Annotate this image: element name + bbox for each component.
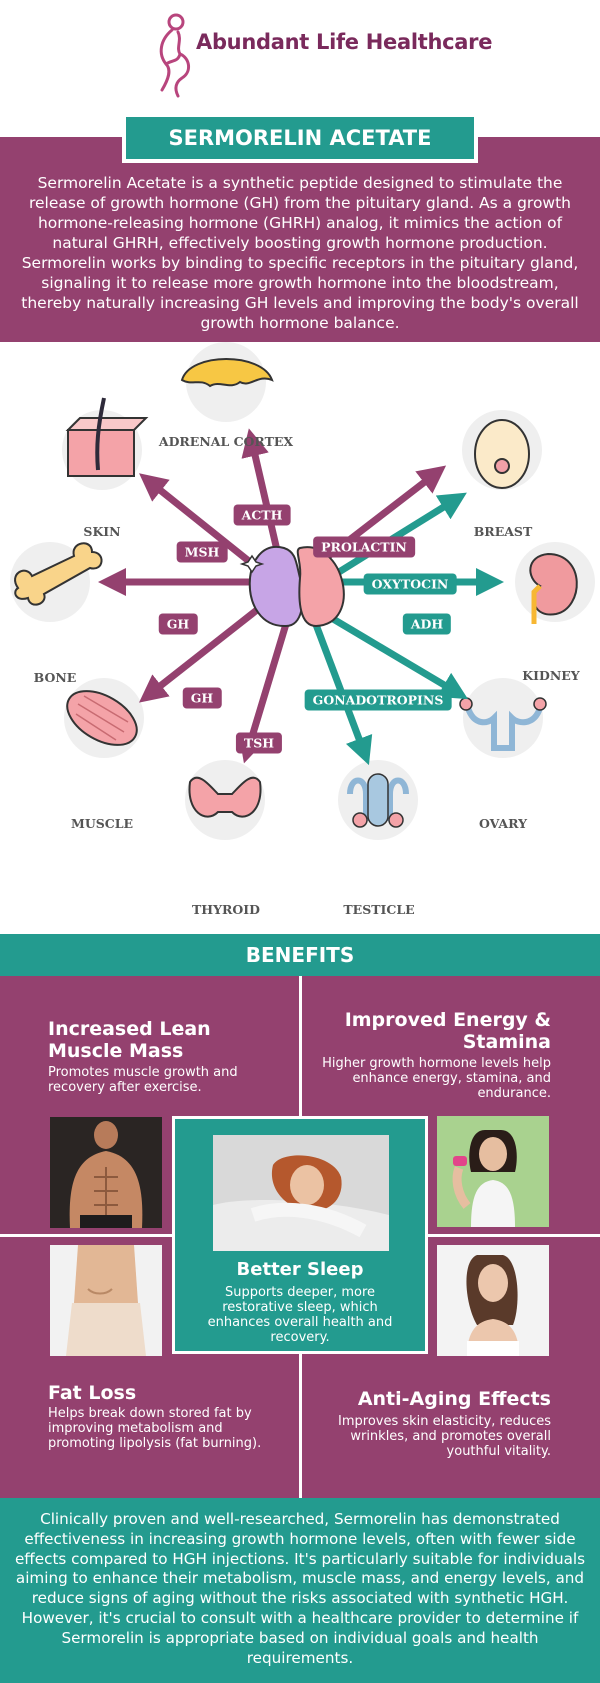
- intro-band: [0, 137, 600, 342]
- hormone-tag-gh-bone: GH: [158, 613, 198, 635]
- hormone-diagram: ADRENAL CORTEX SKIN BREAST BONE KIDNEY M…: [0, 342, 600, 934]
- thyroid-icon: [188, 776, 262, 818]
- pituitary-gland-icon: [239, 545, 345, 628]
- benefit-desc-sleep: Supports deeper, more restorative sleep,…: [207, 1285, 393, 1345]
- organ-label-ovary: OVARY: [478, 816, 528, 831]
- organ-label-thyroid: THYROID: [192, 902, 260, 917]
- benefit-title-sleep: Better Sleep: [236, 1259, 364, 1280]
- skin-icon: [65, 397, 149, 477]
- hormone-tag-msh: MSH: [176, 541, 228, 563]
- organ-label-testicle: TESTICLE: [343, 902, 415, 917]
- organ-label-muscle: MUSCLE: [70, 816, 134, 831]
- organ-label-kidney: KIDNEY: [522, 668, 580, 683]
- footer-section: Clinically proven and well-researched, S…: [0, 1498, 600, 1683]
- brand-name: Abundant Life Healthcare: [196, 30, 493, 54]
- organ-label-breast: BREAST: [473, 524, 533, 539]
- hormone-tag-gonadotropins: GONADOTROPINS: [304, 689, 452, 711]
- hormone-tag-adh: ADH: [402, 613, 452, 635]
- adrenal-icon: [180, 358, 274, 388]
- tsh-arrow: [238, 622, 290, 764]
- benefit-desc-energy: Higher growth hormone levels help enhanc…: [322, 1056, 551, 1101]
- ovary-circle: [463, 678, 543, 758]
- diagram-graphics: [10, 342, 595, 840]
- benefits-heading: BENEFITS: [245, 943, 355, 967]
- muscle-photo: [50, 1117, 162, 1228]
- intro-paragraph: Sermorelin Acetate is a synthetic peptid…: [21, 174, 579, 332]
- kidney-icon: [529, 552, 578, 624]
- organ-label-bone: BONE: [33, 670, 77, 685]
- benefit-title-energy: Improved Energy & Stamina: [344, 1009, 551, 1053]
- hormone-tag-gh-muscle: GH: [182, 687, 222, 709]
- benefit-card-sleep: Better Sleep Supports deeper, more resto…: [172, 1116, 428, 1354]
- header: Abundant Life Healthcare: [0, 0, 600, 110]
- testicle-icon: [347, 773, 409, 828]
- benefits-section: Increased Lean Muscle Mass Promotes musc…: [0, 976, 600, 1498]
- gonadotropins-arrow-testicle: [308, 612, 373, 766]
- energy-photo: [437, 1116, 549, 1227]
- benefit-title-aging: Anti-Aging Effects: [357, 1388, 551, 1410]
- page-title: SERMORELIN ACETATE: [168, 126, 432, 150]
- footer-paragraph: Clinically proven and well-researched, S…: [14, 1510, 586, 1667]
- organ-label-adrenal: ADRENAL CORTEX: [158, 434, 294, 449]
- benefit-title-fat: Fat Loss: [48, 1382, 137, 1404]
- title-box: SERMORELIN ACETATE: [122, 113, 478, 163]
- anti-aging-photo: [437, 1245, 549, 1356]
- benefits-heading-bar: BENEFITS: [0, 934, 600, 976]
- ovary-icon: [459, 697, 547, 751]
- hormone-tag-oxytocin: OXYTOCIN: [363, 573, 457, 595]
- organ-label-skin: SKIN: [83, 524, 121, 539]
- hormone-tag-prolactin: PROLACTIN: [313, 536, 415, 558]
- benefit-desc-fat: Helps break down stored fat by improving…: [48, 1406, 262, 1451]
- benefit-desc-muscle: Promotes muscle growth and recovery afte…: [48, 1065, 238, 1095]
- hormone-tag-acth: ACTH: [233, 504, 291, 526]
- benefit-desc-aging: Improves skin elasticity, reduces wrinkl…: [338, 1414, 551, 1459]
- sleep-photo: [213, 1135, 389, 1251]
- benefit-title-muscle: Increased Lean Muscle Mass: [48, 1018, 211, 1062]
- fat-loss-photo: [50, 1245, 162, 1356]
- bone-icon: [14, 542, 103, 606]
- gh-muscle-arrow: [138, 603, 265, 703]
- pregnant-woman-silhouette-icon: [159, 13, 190, 98]
- hormone-tag-tsh: TSH: [235, 732, 283, 754]
- breast-icon: [474, 419, 530, 489]
- muscle-icon: [66, 690, 138, 746]
- gonadotropins-arrow-ovary: [316, 606, 469, 700]
